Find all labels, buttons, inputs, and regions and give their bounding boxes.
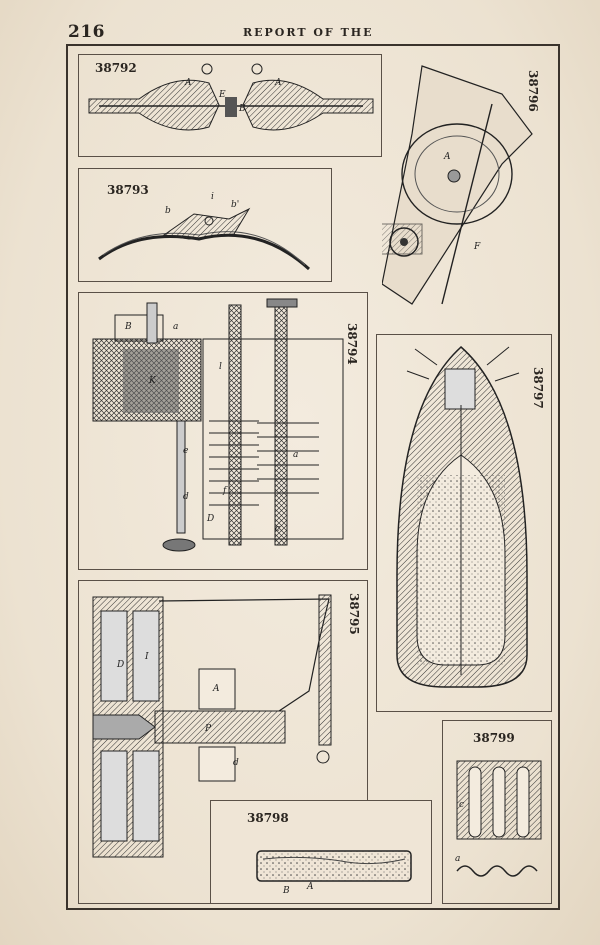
figure-38795-drawing: D I A P d [92, 594, 332, 858]
figure-letter: l [219, 362, 222, 372]
figure-letter: A [184, 78, 192, 88]
figure-letter: i [211, 192, 214, 202]
patent-drawings-plate: 38792 A A E B [66, 44, 560, 910]
figure-38792-drawing: A A E B [88, 63, 374, 131]
figure-38797-drawing [396, 345, 528, 688]
figure-letter: P [204, 724, 212, 734]
figure-38799-drawing: c a [455, 760, 542, 877]
figure-letter: B [124, 322, 132, 332]
figure-38797: 38797 [376, 334, 552, 712]
figure-38795: 38795 D I A P d [78, 580, 368, 904]
figure-letter: A [306, 882, 314, 892]
figure-letter: b' [231, 200, 239, 210]
figure-letter: A [274, 78, 282, 88]
figure-number: 38798 [247, 811, 289, 825]
figure-38793-drawing: b i b' [98, 192, 311, 271]
figure-letter: A [443, 152, 451, 162]
figure-letter: a [173, 322, 178, 332]
page-number: 216 [68, 22, 105, 42]
figure-38792: 38792 A A E B [78, 54, 382, 157]
figure-letter: D [206, 514, 214, 524]
figure-letter: B [282, 886, 290, 896]
figure-letter: d [233, 758, 239, 768]
figure-38798-drawing: B A [256, 850, 412, 896]
figure-letter: D [116, 660, 124, 670]
figure-38796: 38796 A F [382, 54, 552, 324]
figure-letter: c [459, 800, 464, 810]
figure-letter: K [148, 376, 157, 386]
figure-38796-drawing: A F [382, 65, 533, 305]
figure-letter: a [455, 854, 460, 864]
figure-letter: E [218, 90, 226, 100]
figure-38794-drawing: B a K l e a f D d c [92, 298, 344, 552]
figure-38794: 38794 B a K l e [78, 292, 368, 570]
figure-letter: f [222, 486, 228, 496]
figure-letter: b [165, 206, 171, 216]
figure-number: 38793 [107, 183, 149, 197]
running-head-title: REPORT OF THE [243, 26, 374, 39]
figure-letter: e [183, 446, 188, 456]
figure-letter: B [238, 104, 246, 114]
figure-letter: d [183, 492, 189, 502]
figure-letter: A [212, 684, 220, 694]
figure-38793: 38793 b i b' [78, 168, 332, 282]
figure-number: 38799 [473, 731, 515, 745]
figure-38798: 38798 B A [210, 800, 432, 904]
figure-letter: I [144, 652, 149, 662]
figure-number: 38792 [95, 61, 137, 75]
figure-letter: c [275, 524, 280, 534]
figure-38799: 38799 c a [442, 720, 552, 904]
running-head: 216 REPORT OF THE [0, 22, 600, 46]
figure-letter: F [473, 242, 481, 252]
figure-letter: a [293, 450, 298, 460]
